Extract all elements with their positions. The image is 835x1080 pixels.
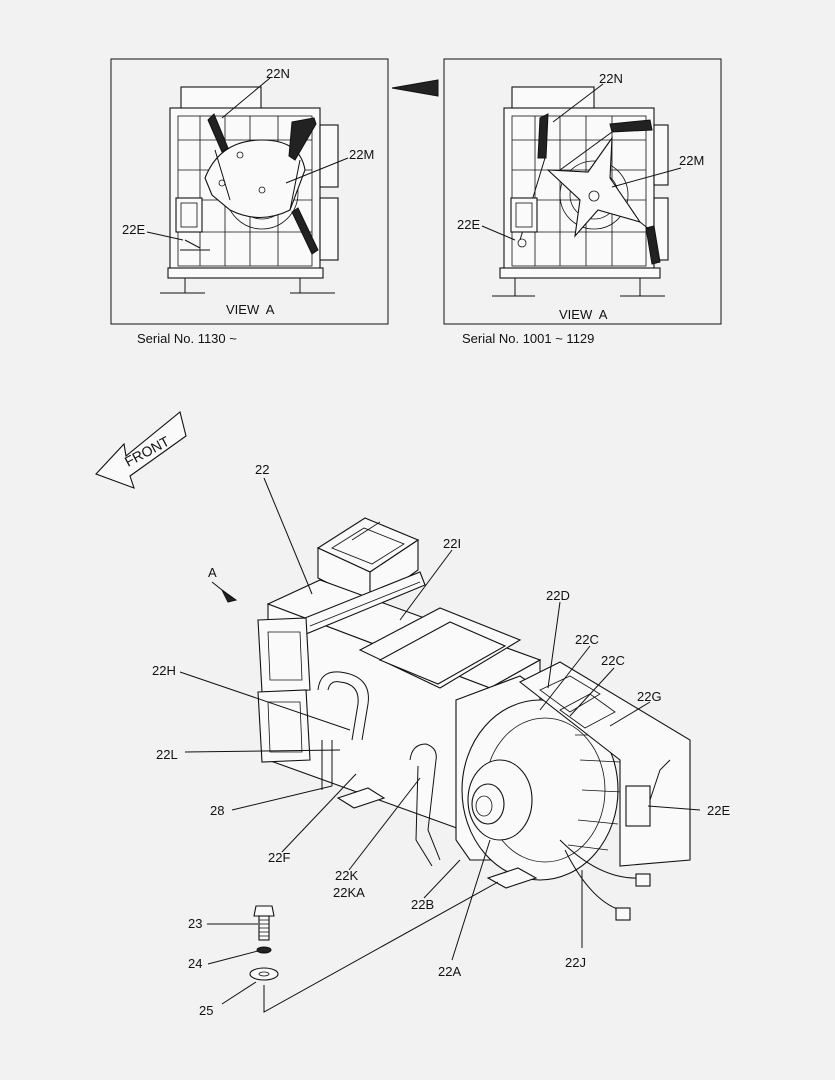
label-22J: 22J <box>565 955 586 970</box>
label-22: 22 <box>255 462 269 477</box>
serial-caption-right: Serial No. 1001 ~ 1129 <box>462 331 594 346</box>
callout-22M-left: 22M <box>349 147 374 162</box>
part-labels: 22 22I 22D 22C 22C 22G 22H 22L 28 22E 22… <box>152 462 730 1018</box>
serial-caption-left: Serial No. 1130 ~ <box>137 331 237 346</box>
view-direction-arrow <box>391 79 439 97</box>
label-28: 28 <box>210 803 224 818</box>
label-22F: 22F <box>268 850 290 865</box>
label-22K: 22K <box>335 868 358 883</box>
label-22A: 22A <box>438 964 461 979</box>
label-22H: 22H <box>152 663 176 678</box>
hardware-drawing <box>249 905 279 981</box>
callout-22N-left: 22N <box>266 66 290 81</box>
label-24: 24 <box>188 956 202 971</box>
label-22L: 22L <box>156 747 178 762</box>
view-label-right: VIEW A <box>559 307 608 322</box>
inset-frame-right <box>443 58 722 325</box>
inset-view-old: 22N 22M 22E VIEW A <box>443 58 722 325</box>
view-label-left: VIEW A <box>226 302 275 317</box>
label-22D: 22D <box>546 588 570 603</box>
housing-drawing-right <box>492 86 669 297</box>
label-25: 25 <box>199 1003 213 1018</box>
hvac-unit-drawing <box>257 517 691 921</box>
label-22KA: 22KA <box>333 885 365 900</box>
label-23: 23 <box>188 916 202 931</box>
housing-drawing-left <box>160 86 339 294</box>
callout-22E-left: 22E <box>122 222 145 237</box>
callout-22N-right: 22N <box>599 71 623 86</box>
label-22B: 22B <box>411 897 434 912</box>
callout-22E-right: 22E <box>457 217 480 232</box>
leader-lines <box>179 477 701 1013</box>
front-arrow: FRONT <box>95 411 187 489</box>
label-22G: 22G <box>637 689 662 704</box>
label-22C-1: 22C <box>575 632 599 647</box>
label-22E: 22E <box>707 803 730 818</box>
label-22C-2: 22C <box>601 653 625 668</box>
inset-view-new: 22N 22M 22E VIEW A <box>110 58 389 325</box>
inset-frame-left <box>110 58 389 325</box>
label-22I: 22I <box>443 536 461 551</box>
view-a-label: A <box>208 565 217 580</box>
callout-22M-right: 22M <box>679 153 704 168</box>
